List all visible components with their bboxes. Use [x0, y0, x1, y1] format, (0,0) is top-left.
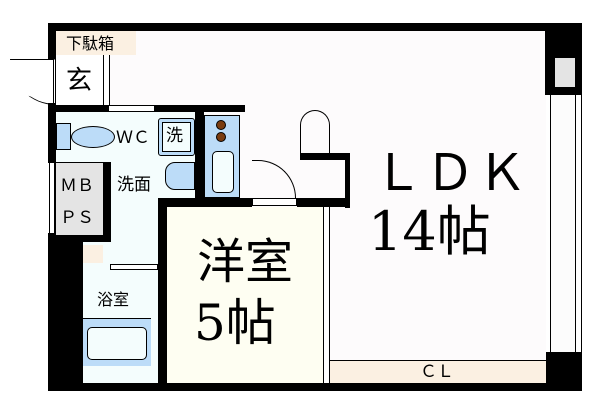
toilet-tank — [56, 123, 71, 150]
ldk-name: ＬＤＫ — [373, 144, 529, 202]
ldk-partition-v — [345, 153, 350, 208]
western-door[interactable] — [252, 198, 297, 206]
western-room-name: 洋室 — [197, 234, 294, 290]
top-wall — [48, 23, 546, 31]
shoe-box — [56, 31, 136, 55]
bath-door[interactable] — [110, 264, 158, 270]
left-wall-bottom — [48, 103, 56, 163]
mbps-box — [56, 163, 103, 235]
bottom-wall — [48, 383, 582, 391]
washroom-label: 洗面 — [117, 175, 151, 195]
ldk-size: 14帖 — [368, 200, 491, 263]
bath-wall-left — [48, 262, 83, 270]
sliding-door[interactable] — [323, 207, 330, 383]
wall-wc-kitchen — [155, 105, 245, 112]
mbps-label-2: ＰＳ — [60, 208, 94, 228]
western-wall-left — [158, 198, 167, 384]
refrigerator-space — [300, 110, 330, 153]
window-rail — [575, 95, 582, 352]
wash-basin — [165, 162, 195, 190]
stove-burner-icon — [216, 120, 226, 130]
western-room-size: 5帖 — [194, 294, 276, 352]
entrance-step — [103, 55, 110, 105]
wc-door[interactable] — [108, 105, 155, 112]
wall-entrance-wc — [48, 105, 108, 112]
bath-label: 浴室 — [97, 290, 130, 309]
entrance-door[interactable] — [10, 59, 56, 105]
wc-label: ＷＣ — [116, 128, 150, 148]
washer-label: 洗 — [166, 126, 183, 146]
ps-box — [555, 58, 575, 87]
small-storage — [83, 245, 103, 263]
western-wall-top-right — [297, 198, 350, 207]
entrance-label: 玄 — [66, 66, 93, 96]
closet-label: ＣＬ — [420, 362, 454, 382]
washer-box — [158, 118, 195, 156]
left-wall-top — [48, 23, 56, 59]
ldk-partition-h — [300, 153, 350, 160]
western-room — [167, 207, 323, 383]
stove-burner-icon — [216, 132, 226, 142]
window-mbps — [49, 163, 55, 233]
kitchen-wall — [195, 112, 204, 198]
shoe-box-label: 下駄箱 — [66, 34, 115, 53]
left-wall-lower — [48, 233, 83, 391]
closet — [330, 360, 546, 383]
western-wall-top-left — [158, 198, 252, 207]
toilet-bowl — [71, 126, 115, 148]
kitchen-sink — [212, 151, 234, 193]
bathtub — [83, 318, 151, 366]
balcony-strip — [550, 95, 575, 352]
mbps-label-1: ＭＢ — [60, 176, 94, 196]
